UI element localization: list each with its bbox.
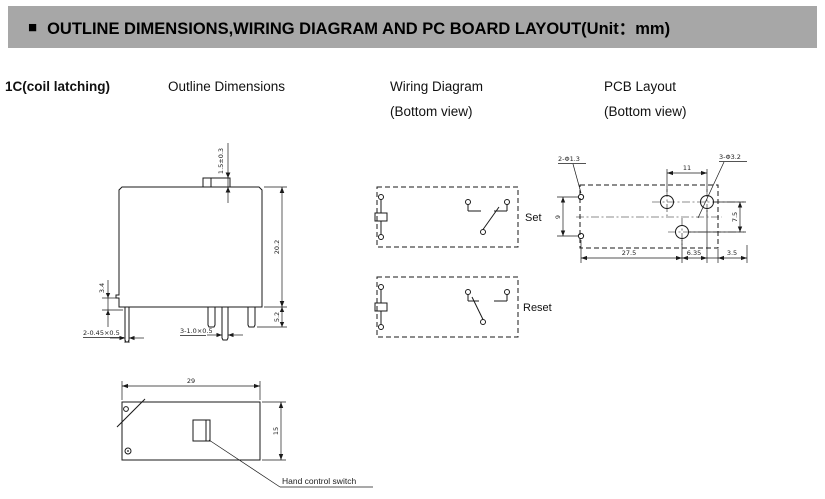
wiring-column-title: Wiring Diagram [390,79,484,94]
section-header-bar: ■ OUTLINE DIMENSIONS,WIRING DIAGRAM AND … [8,6,817,48]
pcb-layout-drawing: 2-Φ1.3 3-Φ3.2 11 9 [554,153,748,263]
dim-bottom-2: 6.35 [687,249,701,257]
bottom-view-drawing: 29 15 Hand control switch [116,377,373,488]
wiring-set-circuit: Set [374,186,542,248]
pcb-footprint [576,184,744,249]
reset-label: Reset [523,302,552,314]
dim-top-span: 11 [683,164,691,172]
small-hole-label: 2-Φ1.3 [558,155,580,163]
bottom-view-dim-length: 29 [121,377,261,400]
dim-pin-length: 5.2 [273,312,281,322]
bottom-view-body [116,398,261,461]
dim-left-step: 3.4 [98,283,106,293]
outline-dim-height: 20.2 [264,186,287,308]
outline-dimensions-drawing: 1.5±0.3 20.2 5.2 3.4 [83,143,287,343]
outline-dim-top: 1.5±0.3 [217,143,231,203]
wiring-reset-circuit: Reset [374,276,552,338]
outline-dim-coil-pin: 2-0.45×0.5 [83,327,144,343]
pcb-column-title: PCB Layout [604,79,677,94]
pcb-dim-left: 9 [554,196,578,237]
pcb-dim-top: 11 [666,164,708,192]
dim-coil-pin-size: 2-0.45×0.5 [83,329,120,337]
dim-right-span: 7.5 [731,212,739,222]
section-bullet-icon: ■ [28,18,38,36]
section-title: OUTLINE DIMENSIONS,WIRING DIAGRAM AND PC… [47,20,671,38]
switch-label: Hand control switch [282,476,356,486]
large-hole-label: 3-Φ3.2 [719,153,741,161]
pcb-hole-labels: 2-Φ1.3 3-Φ3.2 [558,153,747,219]
variant-label: 1C(coil latching) [5,79,111,94]
outline-dim-pin-length: 5.2 [257,307,287,328]
outline-dim-contact-pin: 3-1.0×0.5 [180,327,243,338]
pcb-dim-right: 7.5 [689,201,746,233]
dim-left-span: 9 [554,215,562,219]
dim-bottom-3: 3.5 [727,249,737,257]
outline-dim-left-step: 3.4 [98,280,123,327]
dim-body-height: 20.2 [273,240,281,254]
bottom-view-dim-width: 15 [262,401,286,461]
hand-control-switch-callout: Hand control switch [208,439,373,488]
dim-bottom-1: 27.5 [622,249,636,257]
dim-protrusion-height: 1.5±0.3 [217,148,225,174]
wiring-diagram: Set Reset [374,186,552,338]
outline-column-title: Outline Dimensions [168,79,286,94]
wiring-column-subtitle: (Bottom view) [390,104,473,119]
relay-body-outline [115,177,263,343]
set-label: Set [525,212,542,224]
dim-contact-pin-size: 3-1.0×0.5 [180,327,213,335]
dim-width: 15 [272,427,280,435]
pcb-dim-bottom: 27.5 6.35 3.5 [580,210,748,263]
pcb-column-subtitle: (Bottom view) [604,104,687,119]
dim-length: 29 [187,377,195,385]
